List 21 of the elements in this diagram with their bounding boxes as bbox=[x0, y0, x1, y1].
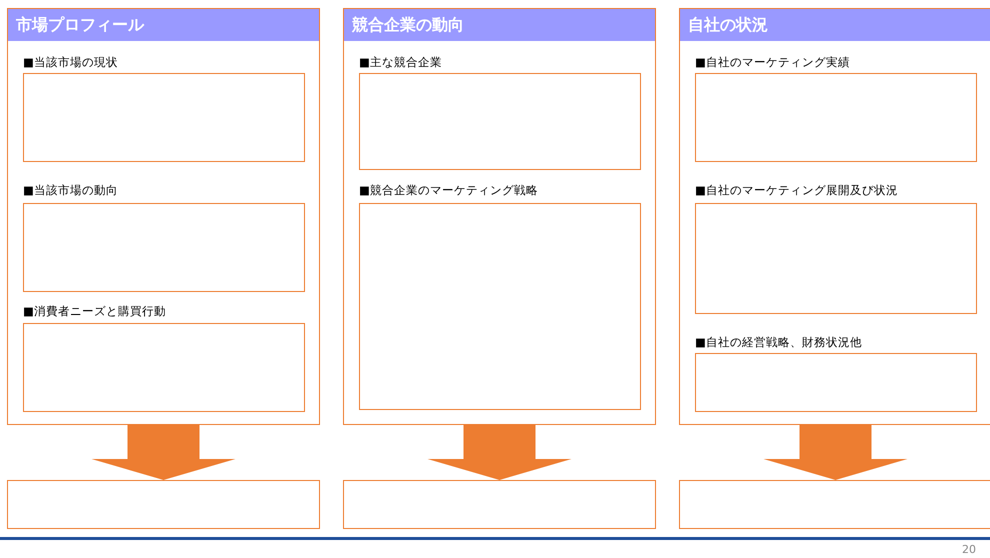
empty-box bbox=[679, 480, 990, 529]
header-band: 競合企業の動向 bbox=[344, 9, 655, 41]
block-arrow bbox=[428, 425, 572, 480]
section-heading: ■自社の経営戦略、財務状況他 bbox=[695, 335, 862, 349]
panel bbox=[343, 8, 656, 425]
section-heading: ■自社のマーケティング実績 bbox=[695, 55, 850, 69]
panel bbox=[7, 8, 320, 425]
panel bbox=[679, 8, 990, 425]
section-heading: ■当該市場の動向 bbox=[23, 183, 118, 197]
section-heading: ■当該市場の現状 bbox=[23, 55, 118, 69]
header-band: 自社の状況 bbox=[680, 9, 990, 41]
section-heading: ■競合企業のマーケティング戦略 bbox=[359, 183, 538, 197]
block-arrow bbox=[92, 425, 236, 480]
section-heading: ■自社のマーケティング展開及び状況 bbox=[695, 183, 898, 197]
header-band: 市場プロフィール bbox=[8, 9, 319, 41]
empty-box bbox=[343, 480, 656, 529]
block-arrow bbox=[764, 425, 908, 480]
section-heading: ■消費者ニーズと購買行動 bbox=[23, 304, 166, 318]
empty-box bbox=[7, 480, 320, 529]
section-heading: ■主な競合企業 bbox=[359, 55, 442, 69]
page-number: 20 bbox=[962, 543, 976, 556]
